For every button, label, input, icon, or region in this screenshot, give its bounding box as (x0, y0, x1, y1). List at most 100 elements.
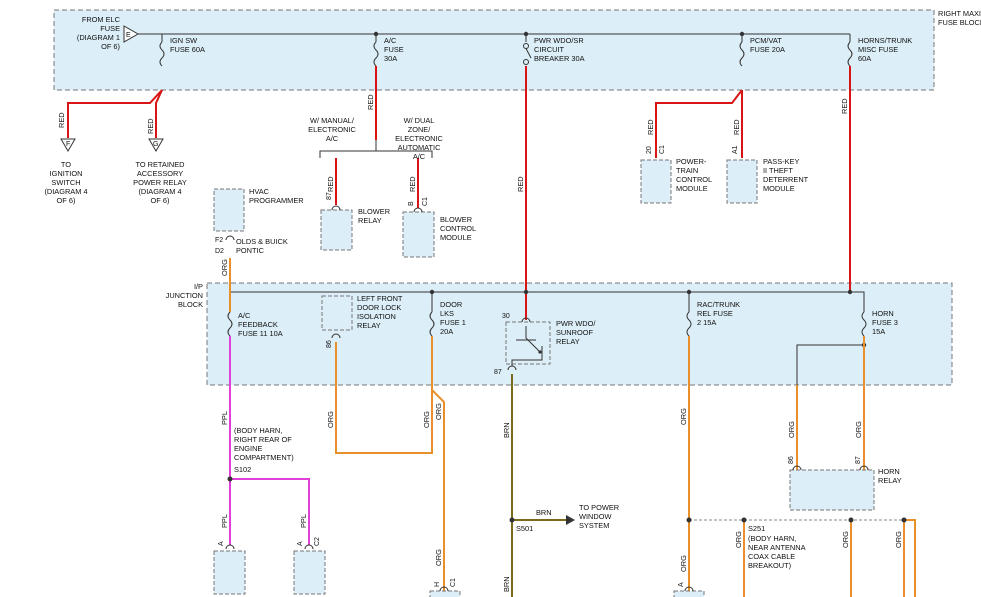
conn-h-box (429, 590, 461, 597)
horn-relay-arc-86 (792, 465, 802, 471)
circuit-breaker (523, 43, 532, 65)
pin-a-left: A (218, 541, 225, 546)
wire-red-ign-switch (67, 89, 163, 138)
pcm-module-box (640, 159, 672, 204)
pwr-sunroof-relay-box (505, 321, 551, 365)
pin-86-horn: 86 (788, 456, 795, 464)
org-label-door-1: ORG (422, 411, 431, 428)
brn-label-1: BRN (502, 422, 511, 438)
org-label-rac-2: ORG (679, 555, 688, 572)
pin-c1-blower: C1 (422, 197, 429, 206)
pin-f2: F2 (215, 237, 223, 244)
pin-87-sunroof: 87 (494, 369, 502, 376)
pin-g: G (153, 141, 158, 148)
pin-c2: C2 (314, 537, 321, 546)
pin-c1-pcm: C1 (659, 145, 666, 154)
pin-b: B (408, 201, 415, 206)
org-label-s251-a: ORG (734, 531, 743, 548)
brn-label-3: BRN (502, 576, 511, 592)
org-label-horn-right: ORG (854, 421, 863, 438)
wire-red-pcm (655, 89, 743, 158)
pin-f: F (66, 141, 70, 148)
junction-drop-horn (850, 291, 865, 312)
horn-relay-box (789, 469, 875, 511)
blower-module-box (402, 211, 435, 258)
wire-org-s251-d (904, 519, 916, 597)
ppl-label-3: PPL (299, 514, 308, 528)
ppl-label-1: PPL (220, 411, 229, 425)
wire-org-left-front (335, 336, 433, 454)
red-label-4: RED (326, 176, 335, 192)
red-label-9: RED (840, 98, 849, 114)
org-label-rac-1: ORG (679, 408, 688, 425)
org-label-s251-c: ORG (894, 531, 903, 548)
org-label-left-front: ORG (326, 411, 335, 428)
blower-relay-box (320, 209, 353, 251)
org-label-door-3: ORG (434, 549, 443, 566)
org-label-hvac: ORG (220, 259, 229, 276)
pin-h: H (434, 582, 441, 587)
sunroof-relay-switch (511, 326, 543, 366)
red-label-7: RED (646, 119, 655, 135)
sunroof-relay-bottom-arc (507, 365, 517, 371)
conn-a-right-arc (684, 586, 694, 592)
wire-ppl-branch (230, 478, 310, 545)
blower-module-pin-arc (413, 207, 423, 213)
left-front-relay-box (321, 295, 353, 331)
pin-d2: D2 (215, 248, 224, 255)
wire-org-door (431, 389, 445, 597)
pin-a1: A1 (732, 145, 739, 154)
hvac-programmer-box (213, 188, 245, 232)
horn-relay-arc-87 (859, 465, 869, 471)
pin-c1-bottom: C1 (450, 578, 457, 587)
fuse-ac (373, 41, 379, 67)
ppl-label-2: PPL (220, 514, 229, 528)
org-label-door-2: ORG (434, 403, 443, 420)
conn-c2-box (293, 550, 326, 595)
blower-relay-pin-arc (331, 205, 341, 211)
conn-h-arc (439, 586, 449, 592)
pin-30: 30 (502, 313, 510, 320)
fuse-door-lks (429, 311, 435, 337)
pin-e: E (126, 32, 131, 39)
red-label-1: RED (57, 112, 66, 128)
s501-label: S501 (516, 524, 533, 533)
left-front-relay-pin-arc (331, 333, 341, 339)
pin-20: 20 (646, 146, 653, 154)
brn-label-2: BRN (536, 508, 552, 517)
conn-a-right-box (673, 590, 705, 597)
fuse-ign-sw (159, 41, 165, 67)
pin-a-c2: A (297, 541, 304, 546)
red-label-3: RED (366, 94, 375, 110)
conn-a-left-arc (225, 544, 235, 550)
connector-f (60, 138, 76, 152)
arrow-to-power-window (566, 515, 575, 525)
ac-option-branch (319, 140, 433, 158)
sunroof-relay-top-arc (521, 317, 531, 323)
right-maxi-fuse-block (53, 9, 935, 91)
org-label-s251-b: ORG (841, 531, 850, 548)
fuse-rac-trunk (686, 311, 692, 337)
passkey-module-box (726, 159, 758, 204)
